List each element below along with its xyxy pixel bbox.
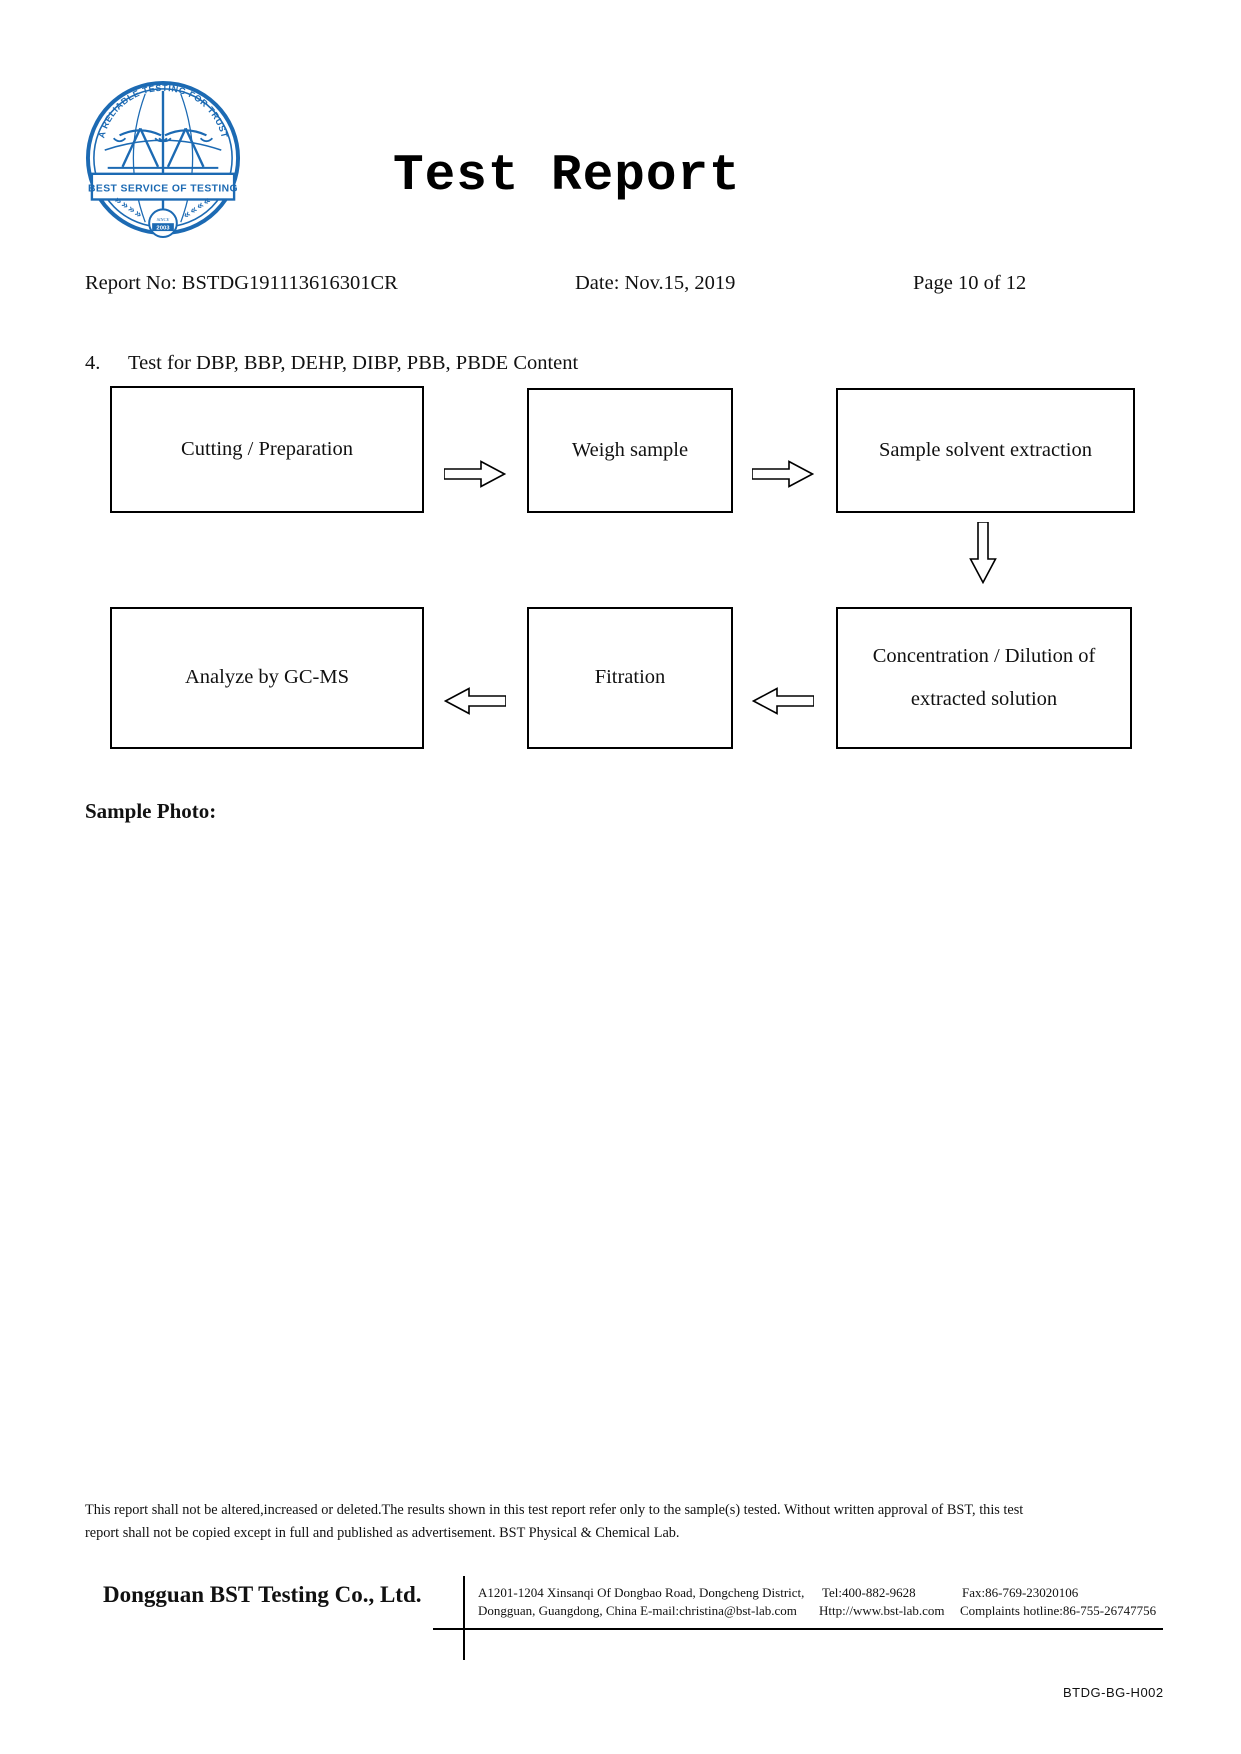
disclaimer-line1: This report shall not be altered,increas… [85, 1502, 1024, 1518]
company-name: Dongguan BST Testing Co., Ltd. [103, 1582, 422, 1607]
footer-fax: Fax:86-769-23020106 [962, 1585, 1079, 1600]
bst-logo-icon: A RELIABLE TESTING FOR TRUST BEST SERVIC… [85, 80, 241, 238]
logo-banner-text: BEST SERVICE OF TESTING [88, 184, 238, 195]
bst-logo: A RELIABLE TESTING FOR TRUST BEST SERVIC… [84, 76, 242, 242]
logo-since-year: 2003 [156, 226, 170, 232]
footer-tel: Tel:400-882-9628 [822, 1585, 916, 1600]
flow-step-extraction: Sample solvent extraction [836, 388, 1135, 513]
flow-step-filtration: Fitration [527, 607, 733, 749]
flow-arrow-right-icon [443, 460, 507, 493]
footer-website: Http://www.bst-lab.com [819, 1603, 945, 1618]
footer-address-line2: Dongguan, Guangdong, China E-mail:christ… [478, 1603, 797, 1618]
flow-arrow-left-icon [751, 687, 815, 720]
report-number: Report No: BSTDG191113616301CR [85, 272, 398, 294]
footer-horizontal-rule [433, 1628, 1163, 1630]
flow-arrow-left-icon [443, 687, 507, 720]
footer-complaints-hotline: Complaints hotline:86-755-26747756 [960, 1603, 1157, 1618]
page-title: Test Report [393, 148, 741, 205]
flow-step-analyze: Analyze by GC-MS [110, 607, 424, 749]
report-date: Date: Nov.15, 2019 [575, 272, 736, 294]
flow-step-concentration: Concentration / Dilution of extracted so… [836, 607, 1132, 749]
logo-since-label: SINCE [157, 217, 170, 222]
flow-step-concentration-line1: Concentration / Dilution of [872, 644, 1096, 667]
flow-step-concentration-line2: extracted solution [910, 688, 1058, 710]
flow-arrow-down-icon [969, 521, 997, 589]
flow-step-weigh: Weigh sample [527, 388, 733, 513]
page-indicator: Page 10 of 12 [913, 272, 1027, 294]
sample-photo-label: Sample Photo: [85, 799, 217, 823]
footer-address-line1: A1201-1204 Xinsanqi Of Dongbao Road, Don… [478, 1585, 805, 1600]
section-number: 4. [85, 352, 101, 374]
sample-photo-area [85, 840, 1165, 1460]
disclaimer-line2: report shall not be copied except in ful… [85, 1525, 680, 1541]
section-title: Test for DBP, BBP, DEHP, DIBP, PBB, PBDE… [128, 352, 579, 374]
footer-vertical-divider [463, 1576, 465, 1660]
flow-step-cutting: Cutting / Preparation [110, 386, 424, 513]
flow-arrow-right-icon [751, 460, 815, 493]
logo-year-band [152, 223, 174, 232]
document-code: BTDG-BG-H002 [1063, 1685, 1164, 1700]
